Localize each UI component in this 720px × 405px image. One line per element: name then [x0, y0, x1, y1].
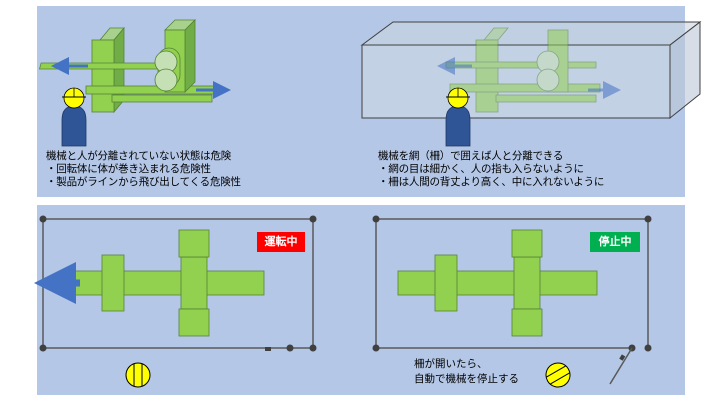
fenced-machine: [445, 27, 601, 113]
caption-fenced: 機械を網（柵）で囲えば人と分離できる ・網の目は細かく、人の指も入らないように …: [378, 150, 604, 189]
caption-line: ・製品がラインから飛び出してくる危険性: [46, 176, 241, 188]
auto-stop-note: 柵が開いたら、 自動で機械を停止する: [414, 357, 519, 387]
caption-line: ・回転体に体が巻き込まれる危険性: [46, 163, 211, 175]
unguarded-machine: [39, 19, 217, 114]
caption-line: 機械と人が分離されていない状態は危険: [46, 150, 232, 162]
fence-box: [360, 20, 702, 120]
worker-left: [61, 87, 87, 147]
caption-line: ・柵は人間の背丈より高く、中に入れないように: [378, 176, 605, 188]
status-badge-stopped: 停止中: [590, 232, 640, 252]
worker-topview-right: [545, 362, 571, 388]
note-line: 自動で機械を停止する: [414, 373, 519, 385]
status-badge-running: 運転中: [257, 232, 305, 252]
fence-closed: [39, 215, 317, 352]
bottom-panel: [37, 205, 685, 395]
caption-line: 機械を網（柵）で囲えば人と分離できる: [378, 150, 564, 162]
caption-line: ・網の目は細かく、人の指も入らないように: [378, 163, 584, 175]
worker-topview-left: [125, 362, 151, 388]
fence-open: [372, 215, 652, 385]
machine-topview-stopped: [397, 229, 598, 337]
caption-unguarded: 機械と人が分離されていない状態は危険 ・回転体に体が巻き込まれる危険性 ・製品が…: [46, 150, 241, 189]
worker-right: [445, 87, 471, 147]
note-line: 柵が開いたら、: [414, 358, 488, 370]
machine-topview-running: [65, 229, 265, 337]
